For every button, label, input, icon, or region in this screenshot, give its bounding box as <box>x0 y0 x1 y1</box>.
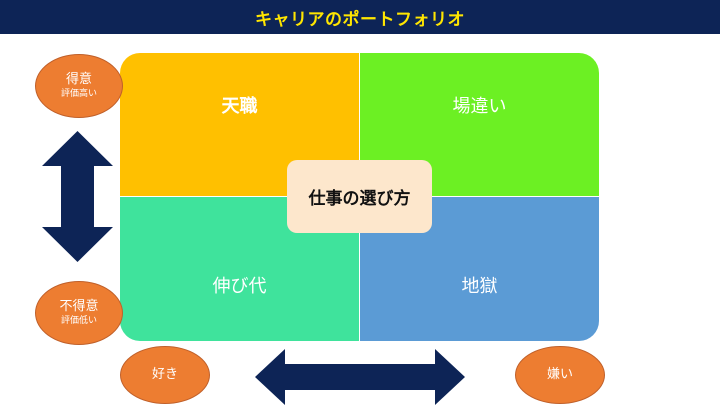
quadrant-bottom-right: 地獄 <box>360 197 599 341</box>
axis-top-circle: 得意 評価高い <box>35 54 123 118</box>
quadrant-label-top-left: 天職 <box>221 95 258 117</box>
axis-left-circle: 好き <box>120 346 210 404</box>
axis-top-sublabel: 評価高い <box>60 88 97 99</box>
axis-bottom-sublabel: 評価低い <box>60 315 97 326</box>
vertical-double-arrow-icon <box>42 131 113 262</box>
center-label: 仕事の選び方 <box>308 189 411 209</box>
quadrant-label-top-right: 場違い <box>452 95 507 117</box>
page-title: キャリアのポートフォリオ <box>255 9 465 30</box>
axis-right-circle: 嫌い <box>515 346 605 404</box>
center-label-box: 仕事の選び方 <box>287 160 432 233</box>
quadrant-label-bottom-right: 地獄 <box>461 276 498 297</box>
horizontal-double-arrow-icon <box>255 349 465 405</box>
axis-bottom-label: 不得意 <box>59 298 99 314</box>
axis-top-label: 得意 <box>65 71 92 87</box>
axis-right-label: 嫌い <box>546 366 573 382</box>
axis-left-label: 好き <box>151 366 178 382</box>
quadrant-label-bottom-left: 伸び代 <box>212 276 267 297</box>
axis-bottom-circle: 不得意 評価低い <box>35 281 123 345</box>
title-bar: キャリアのポートフォリオ <box>0 0 720 34</box>
